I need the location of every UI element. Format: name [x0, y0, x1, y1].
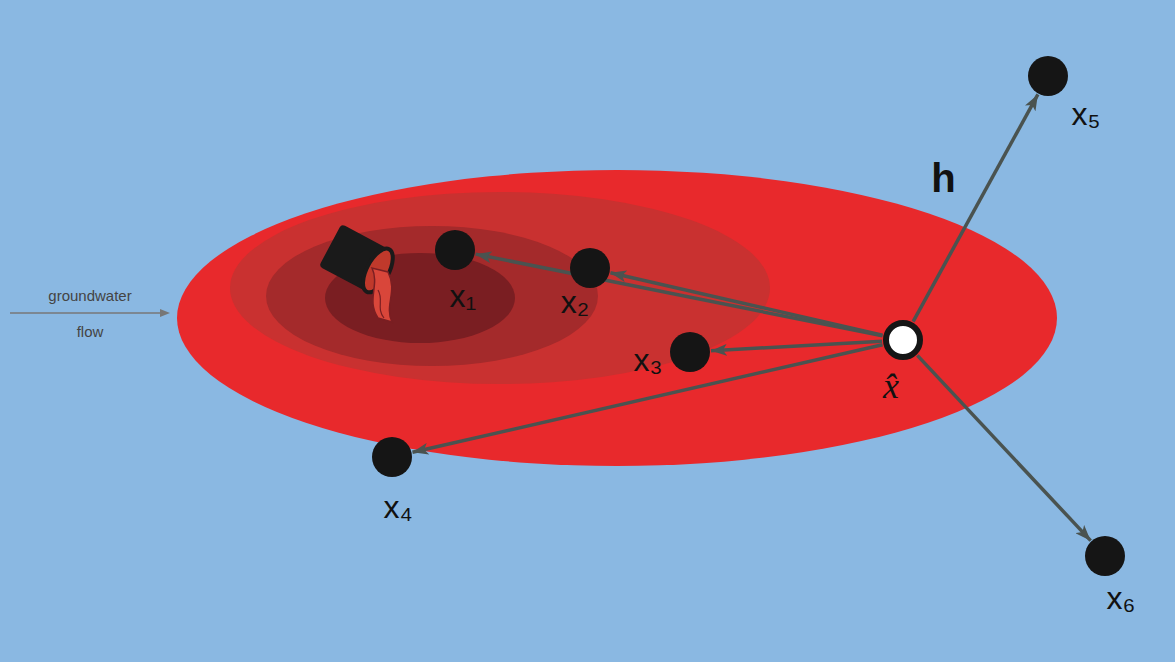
lag-vector	[412, 345, 882, 453]
lag-vector	[917, 355, 1090, 540]
point-label: x₁	[450, 280, 477, 312]
sample-well: x₅	[1028, 56, 1068, 96]
lag-vector	[476, 254, 883, 336]
estimation-point: x̂	[883, 320, 923, 360]
sample-well: x₃	[670, 332, 710, 372]
flow-arrowhead	[160, 309, 170, 317]
lag-label: h	[931, 156, 955, 201]
flow-label: groundwater flow	[40, 278, 140, 350]
flow-arrow	[10, 312, 162, 314]
point-label: x̂	[883, 368, 899, 404]
point-label: x₆	[1107, 582, 1136, 614]
plume-inner	[266, 226, 598, 366]
point-label: x₅	[1072, 98, 1101, 130]
plume-outer	[177, 170, 1057, 466]
plume-middle	[230, 192, 770, 384]
sample-well: x₄	[372, 437, 412, 477]
spill-stream	[372, 268, 392, 322]
point-label: x₄	[383, 491, 412, 523]
point-label: x₂	[561, 286, 589, 318]
lag-vector	[913, 94, 1038, 321]
sample-well: x₆	[1085, 536, 1125, 576]
lag-vector	[610, 273, 882, 336]
spill-stream-detail	[378, 290, 384, 318]
sample-well: x₂	[570, 248, 610, 288]
point-label: x₃	[633, 344, 662, 376]
sample-well: x₁	[435, 230, 475, 270]
